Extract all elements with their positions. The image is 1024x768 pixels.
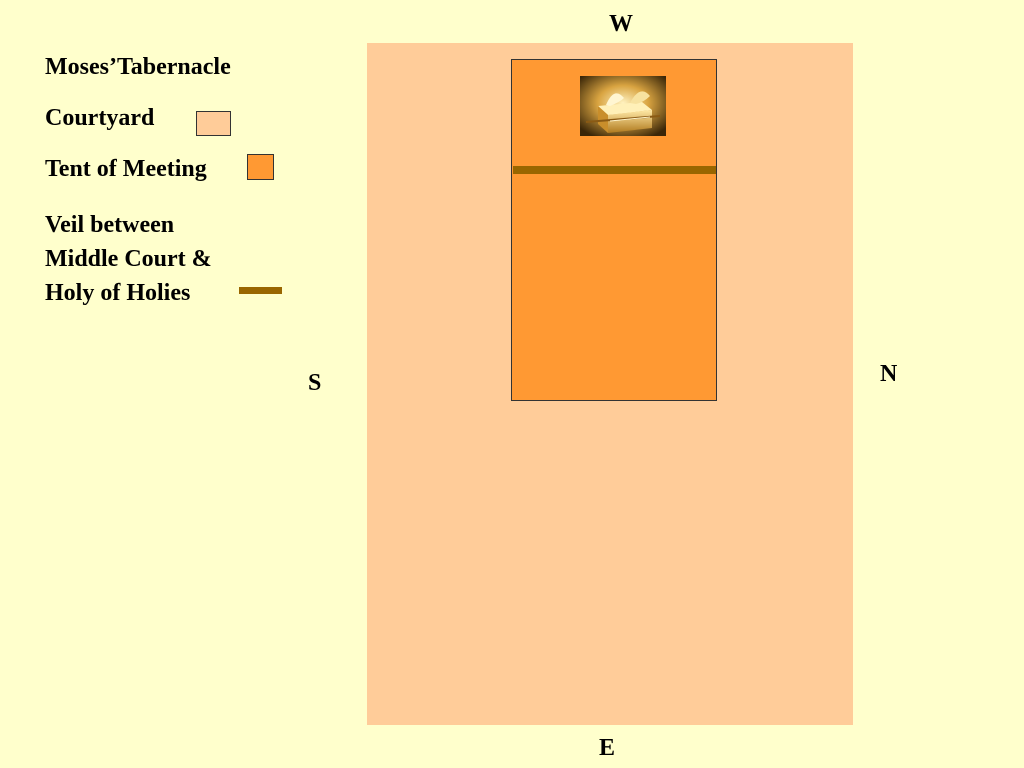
legend-veil-swatch xyxy=(239,287,282,294)
compass-south: S xyxy=(308,370,322,396)
legend-veil-line-3: Holy of Holies xyxy=(45,280,191,306)
compass-east: E xyxy=(599,735,616,761)
legend-courtyard-label: Courtyard xyxy=(45,105,155,131)
legend-veil-label: Veil between Middle Court & Holy of Holi… xyxy=(45,208,212,310)
legend-tent-swatch xyxy=(247,154,274,180)
ark-of-covenant-image xyxy=(580,76,666,136)
page-title: Moses’Tabernacle xyxy=(45,54,231,80)
legend-tent-label: Tent of Meeting xyxy=(45,156,207,182)
compass-north: N xyxy=(880,361,898,387)
veil-line xyxy=(513,166,716,174)
legend-courtyard-swatch xyxy=(196,111,231,136)
compass-west: W xyxy=(609,11,633,37)
legend-veil-line-1: Veil between xyxy=(45,212,175,238)
legend-veil-line-2: Middle Court & xyxy=(45,246,212,272)
